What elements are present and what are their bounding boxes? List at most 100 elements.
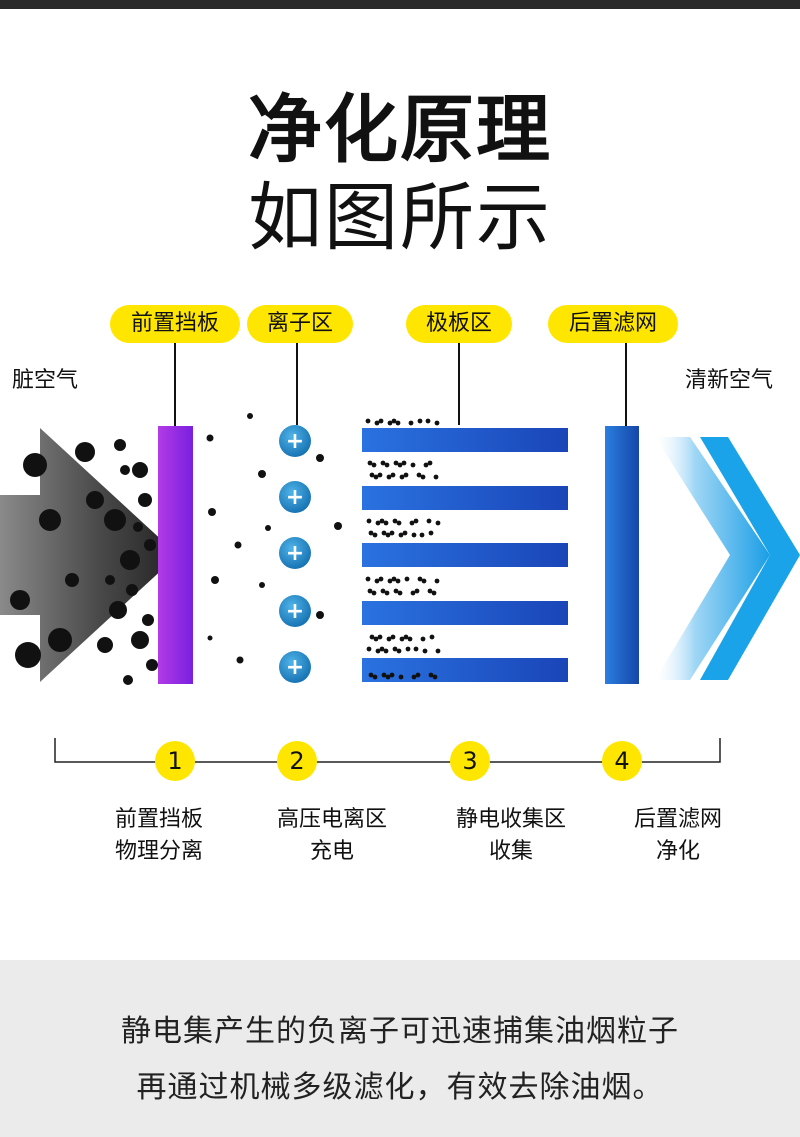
step-1-description: 前置挡板 物理分离 — [100, 804, 218, 868]
svg-text:+: + — [286, 599, 304, 624]
dust-particle — [408, 637, 413, 642]
dust-particle — [237, 657, 244, 664]
dust-particle — [405, 577, 410, 582]
dust-particle — [435, 421, 440, 426]
dust-particle — [105, 575, 115, 585]
dust-particle — [391, 473, 396, 478]
collection-plate — [362, 658, 568, 682]
dust-particle — [397, 521, 402, 526]
dust-particle — [132, 462, 148, 478]
dust-particle — [120, 550, 140, 570]
step-3-line-2: 收集 — [441, 836, 581, 868]
dust-particle — [414, 519, 419, 524]
dust-particle — [48, 628, 72, 652]
dust-particle — [396, 579, 401, 584]
dust-particle — [385, 591, 390, 596]
collection-plate — [362, 428, 568, 452]
svg-text:+: + — [286, 541, 304, 566]
dust-particle — [421, 637, 426, 642]
dust-particle — [109, 601, 127, 619]
dust-particle — [434, 475, 439, 480]
dust-particle — [138, 493, 152, 507]
dust-particle — [420, 533, 425, 538]
dust-particle — [403, 531, 408, 536]
footer-line-1: 静电集产生的负离子可迅速捕集油烟粒子 — [0, 1006, 800, 1050]
footer-line-2: 再通过机械多级滤化，有效去除油烟。 — [0, 1062, 800, 1106]
dust-particle — [378, 635, 383, 640]
step-4-description: 后置滤网 净化 — [622, 804, 734, 868]
dust-particle — [418, 419, 423, 424]
dust-particle — [390, 531, 395, 536]
dust-particle — [378, 473, 383, 478]
collection-plate — [362, 486, 568, 510]
step-2-line-2: 充电 — [262, 836, 402, 868]
collection-plate — [362, 543, 568, 567]
step-2-line-1: 高压电离区 — [262, 804, 402, 836]
step-2-description: 高压电离区 充电 — [262, 804, 402, 868]
dust-particle — [316, 611, 324, 619]
dust-particle — [399, 675, 404, 680]
dust-particle — [367, 647, 372, 652]
dust-particle — [385, 463, 390, 468]
dust-particle — [433, 675, 438, 680]
dust-particle — [435, 579, 440, 584]
dust-particle — [133, 522, 143, 532]
dust-particle — [114, 439, 126, 451]
dust-particle — [411, 463, 416, 468]
dust-particle — [384, 649, 389, 654]
collection-plate — [362, 601, 568, 625]
dust-particle — [123, 675, 133, 685]
dust-particle — [126, 584, 138, 596]
dust-particle — [379, 419, 384, 424]
dust-particle — [75, 442, 95, 462]
dust-particle — [428, 461, 433, 466]
purification-diagram: +++++ — [0, 0, 800, 800]
svg-text:+: + — [286, 485, 304, 510]
fresh-air-arrow-icon — [655, 437, 770, 680]
ion-plus-icon: + — [279, 651, 311, 683]
dust-particle — [334, 522, 342, 530]
dust-particle — [379, 577, 384, 582]
dust-particle — [436, 521, 441, 526]
dust-particle — [104, 509, 126, 531]
dust-particle — [416, 673, 421, 678]
dust-particle — [247, 413, 253, 419]
dust-particle — [397, 649, 402, 654]
step-4-line-2: 净化 — [622, 836, 734, 868]
step-3-line-1: 静电收集区 — [441, 804, 581, 836]
dust-particle — [436, 649, 441, 654]
dust-particle — [421, 475, 426, 480]
dust-particle — [429, 531, 434, 536]
dust-particle — [427, 519, 432, 524]
dust-particle — [404, 473, 409, 478]
dust-particle — [409, 421, 414, 426]
dust-particle — [406, 647, 411, 652]
dust-particle — [415, 589, 420, 594]
dust-particle — [265, 525, 271, 531]
svg-text:+: + — [286, 655, 304, 680]
dust-particle — [396, 421, 401, 426]
dust-particle — [207, 435, 214, 442]
step-number-2: 2 — [277, 741, 317, 781]
dust-particle — [430, 635, 435, 640]
dust-particle — [366, 419, 371, 424]
dust-particle — [390, 673, 395, 678]
step-1-line-2: 物理分离 — [100, 836, 218, 868]
dust-particle — [398, 591, 403, 596]
dust-particle — [316, 454, 324, 462]
step-4-line-1: 后置滤网 — [622, 804, 734, 836]
dust-particle — [384, 521, 389, 526]
dust-particle — [10, 590, 30, 610]
dust-particle — [208, 508, 216, 516]
dust-particle — [412, 533, 417, 538]
dust-particle — [86, 491, 104, 509]
dust-particle — [391, 635, 396, 640]
dust-particle — [426, 419, 431, 424]
dust-particle — [259, 582, 265, 588]
dust-particle — [65, 573, 79, 587]
dust-particle — [414, 647, 419, 652]
dust-particle — [402, 461, 407, 466]
dust-particle — [142, 614, 154, 626]
post-filter — [605, 426, 639, 684]
ion-plus-icon: + — [279, 595, 311, 627]
